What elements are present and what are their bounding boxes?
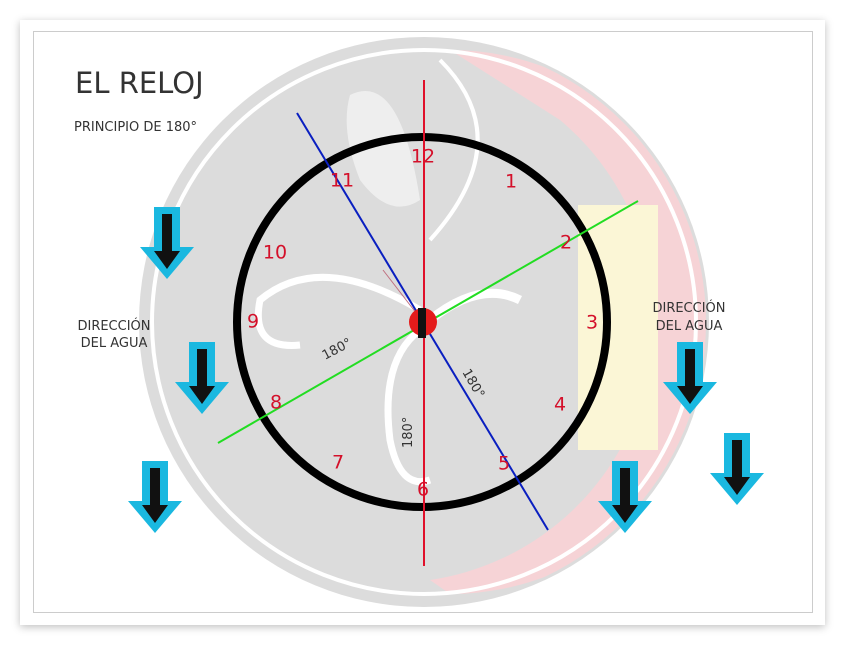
right-water-direction-label-2: DEL AGUA — [656, 319, 723, 334]
clock-number-2: 2 — [560, 232, 572, 254]
clock-number-5: 5 — [498, 453, 510, 475]
water-direction-arrow-icon — [140, 207, 194, 279]
frame — [33, 31, 813, 613]
left-water-direction-label-1: DIRECCIÓN — [77, 318, 150, 334]
right-water-direction-label-1: DIRECCIÓN — [652, 300, 725, 316]
clock-number-6: 6 — [417, 479, 429, 501]
clock-number-9: 9 — [247, 311, 259, 333]
center-figure-icon — [418, 308, 426, 338]
clock-number-3: 3 — [586, 312, 598, 334]
water-direction-arrow-icon — [710, 433, 764, 505]
clock-number-12: 12 — [411, 146, 435, 168]
page-subtitle: PRINCIPIO DE 180° — [74, 120, 197, 135]
clock-number-8: 8 — [270, 392, 282, 414]
clock-numbers: 12 1 2 3 4 5 6 7 8 9 10 11 — [247, 146, 598, 501]
clock-number-7: 7 — [332, 452, 344, 474]
clock-number-11: 11 — [330, 170, 354, 192]
page-title: EL RELOJ — [75, 66, 204, 100]
clock-number-1: 1 — [505, 171, 517, 193]
water-direction-arrow-icon — [175, 342, 229, 414]
clock-number-4: 4 — [554, 394, 566, 416]
water-direction-arrow-icon — [598, 461, 652, 533]
water-direction-arrow-icon — [128, 461, 182, 533]
angle-label-vertical: 180° — [401, 417, 416, 448]
clock-face — [233, 133, 611, 511]
thin-pink-line — [382, 269, 421, 319]
water-direction-arrow-icon — [663, 342, 717, 414]
left-water-direction-label-2: DEL AGUA — [81, 336, 148, 351]
clock-number-10: 10 — [263, 242, 287, 264]
